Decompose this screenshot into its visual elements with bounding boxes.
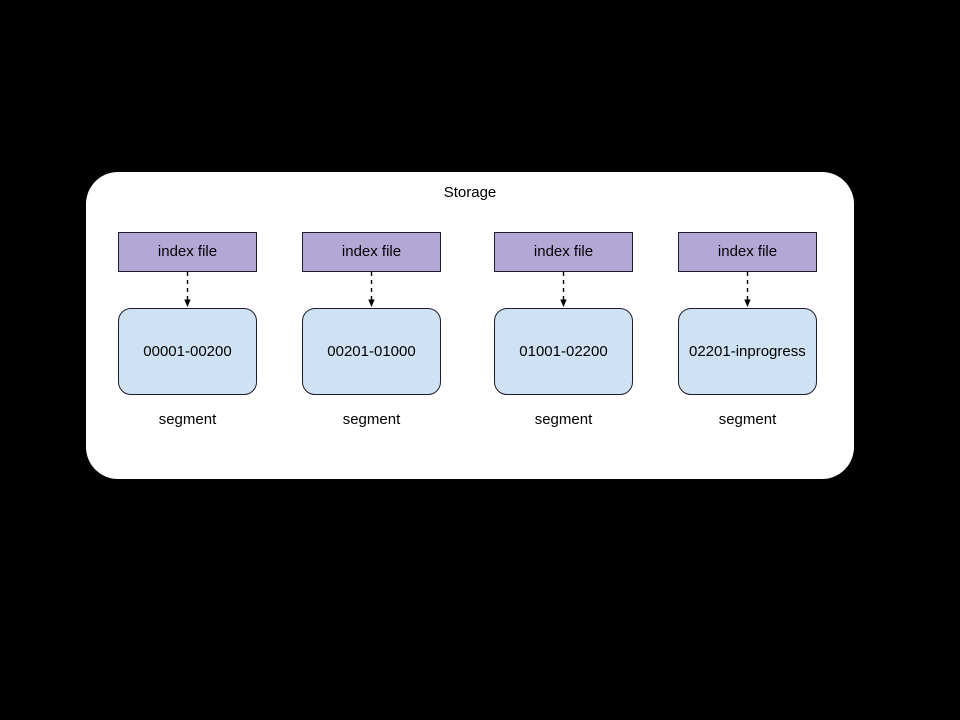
segment-column: index file 00201-01000 segment: [302, 232, 441, 429]
segment-box[interactable]: 01001-02200: [494, 308, 633, 395]
dashed-arrow-down-icon: [302, 272, 441, 308]
index-file-label: index file: [533, 243, 594, 260]
index-file-box[interactable]: index file: [302, 232, 441, 272]
segment-caption: segment: [718, 411, 777, 428]
index-file-box[interactable]: index file: [118, 232, 257, 272]
segment-caption: segment: [534, 411, 593, 428]
index-file-box[interactable]: index file: [678, 232, 817, 272]
segment-caption: segment: [158, 411, 217, 428]
dashed-arrow-down-icon: [118, 272, 257, 308]
segment-id-label: 01001-02200: [519, 343, 608, 360]
segment-box[interactable]: 00201-01000: [302, 308, 441, 395]
segment-column: index file 02201-inprogress segment: [678, 232, 817, 429]
segment-caption: segment: [342, 411, 401, 428]
segment-id-label: 00001-00200: [143, 343, 232, 360]
segment-id-label: 02201-inprogress: [689, 343, 806, 360]
index-file-box[interactable]: index file: [494, 232, 633, 272]
segment-column: index file 00001-00200 segment: [118, 232, 257, 429]
dashed-arrow-down-icon: [678, 272, 817, 308]
dashed-arrow-down-icon: [494, 272, 633, 308]
index-file-label: index file: [341, 243, 402, 260]
segment-box[interactable]: 02201-inprogress: [678, 308, 817, 395]
segment-column: index file 01001-02200 segment: [494, 232, 633, 429]
index-file-label: index file: [157, 243, 218, 260]
storage-panel: Storage index file 00001-00200 segment i…: [86, 172, 854, 479]
storage-title: Storage: [443, 184, 497, 201]
index-file-label: index file: [717, 243, 778, 260]
segment-id-label: 00201-01000: [327, 343, 416, 360]
segment-box[interactable]: 00001-00200: [118, 308, 257, 395]
